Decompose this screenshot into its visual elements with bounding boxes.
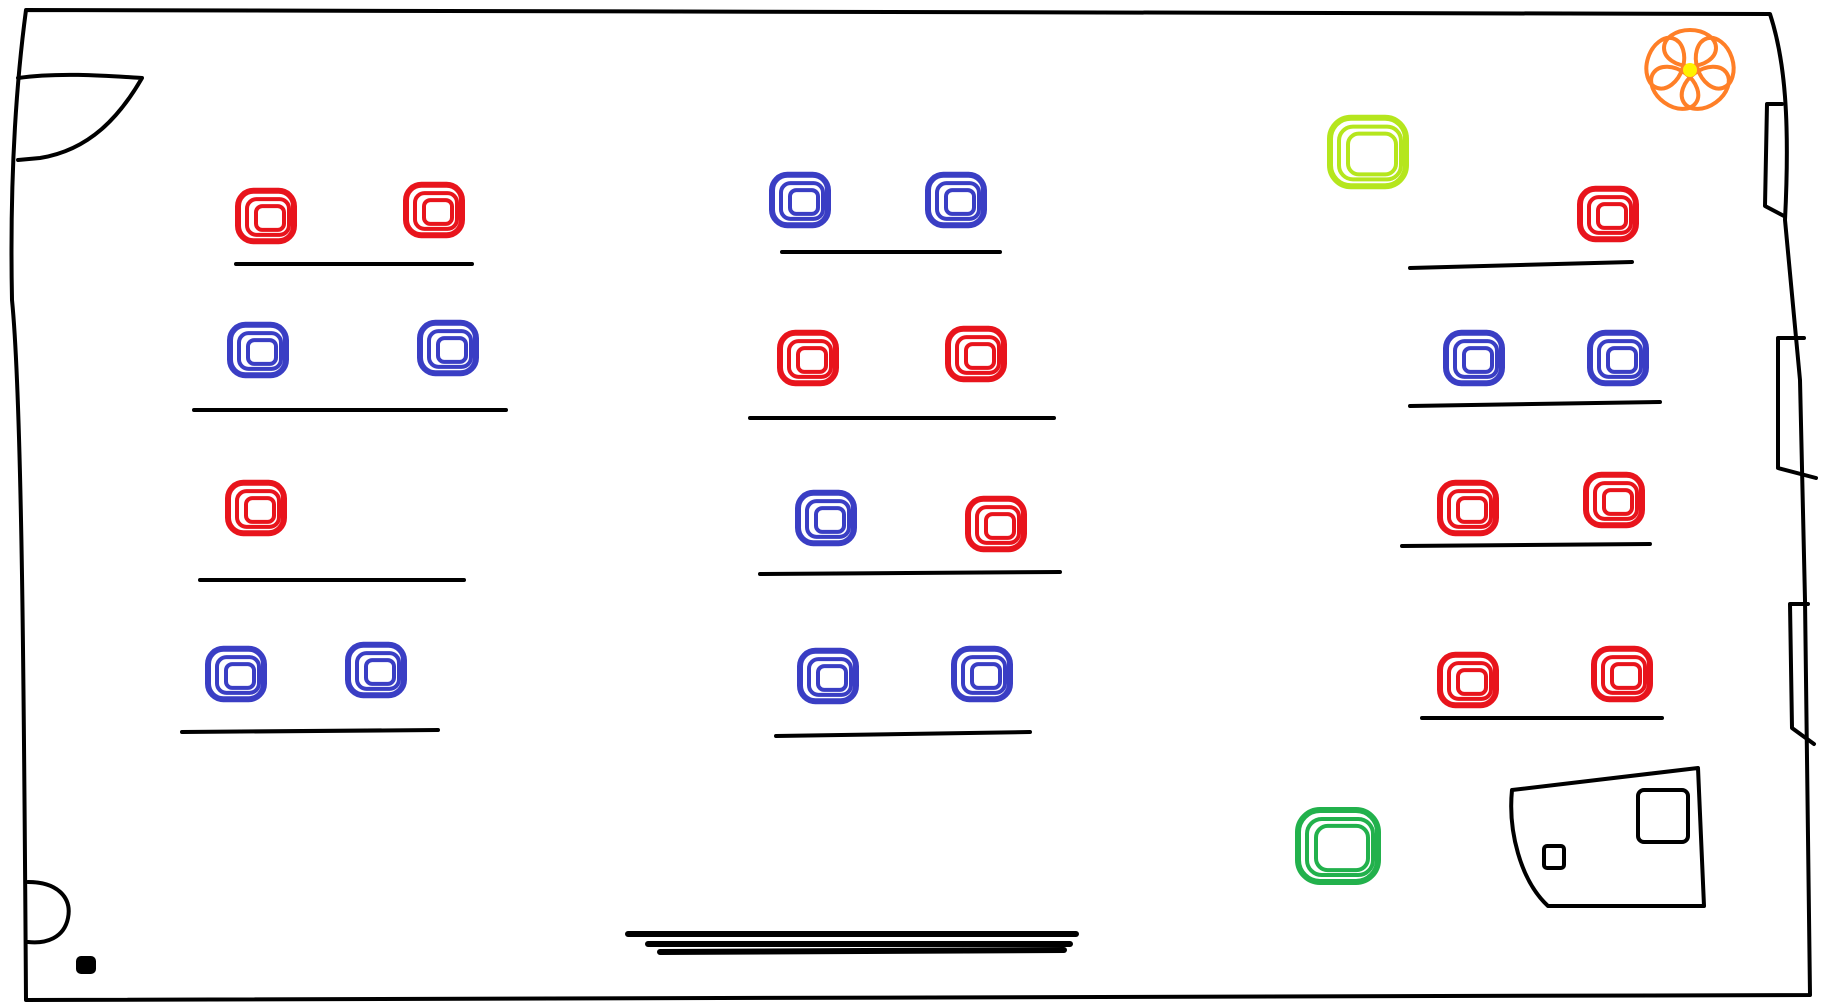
flower-petal	[1644, 35, 1687, 91]
desk-item	[1542, 844, 1566, 870]
red-student-mark	[1437, 651, 1499, 709]
red-student-mark	[1583, 471, 1645, 529]
desk-line	[774, 730, 1032, 738]
blue-student-mark	[925, 171, 987, 229]
desk-line	[1408, 400, 1662, 408]
blue-student-mark	[795, 489, 857, 547]
lower-left-bump	[26, 880, 71, 945]
desk-line	[758, 570, 1062, 576]
red-student-mark	[777, 329, 839, 387]
student-marks	[205, 171, 1653, 709]
lime-mark	[1327, 114, 1409, 190]
red-student-mark	[1437, 479, 1499, 537]
board-bar	[625, 931, 1079, 955]
small-dot	[76, 956, 96, 974]
flower-petal	[1693, 35, 1736, 91]
red-student-mark	[225, 479, 287, 537]
blue-student-mark	[769, 171, 831, 229]
red-student-mark	[1577, 185, 1639, 243]
teacher-desk	[1509, 766, 1706, 908]
blue-student-mark	[345, 641, 407, 699]
green-mark	[1295, 807, 1381, 885]
room-outline	[9, 8, 1812, 1002]
right-wall-bump-1	[1763, 102, 1786, 218]
right-wall-bump-3	[1788, 602, 1816, 746]
desk-line	[1408, 260, 1634, 270]
desk-monitor	[1636, 788, 1690, 844]
door-arc	[16, 72, 144, 162]
red-student-mark	[1591, 645, 1653, 703]
flower-icon	[1644, 28, 1736, 111]
flower-petal	[1662, 28, 1718, 68]
blue-student-mark	[797, 647, 859, 705]
blue-student-mark	[417, 319, 479, 377]
blue-student-mark	[1587, 329, 1649, 387]
flower-center	[1683, 63, 1697, 77]
red-student-mark	[235, 187, 297, 245]
red-student-mark	[945, 325, 1007, 383]
blue-student-mark	[1443, 329, 1505, 387]
right-wall-bump-2	[1776, 336, 1818, 480]
red-student-mark	[403, 181, 465, 239]
lime-scribble	[1327, 114, 1409, 190]
blue-student-mark	[227, 321, 289, 379]
green-scribble	[1295, 807, 1381, 885]
desk-line	[1400, 542, 1652, 548]
blue-student-mark	[205, 645, 267, 703]
blue-student-mark	[951, 645, 1013, 703]
desk-line	[180, 728, 440, 734]
red-student-mark	[965, 495, 1027, 553]
